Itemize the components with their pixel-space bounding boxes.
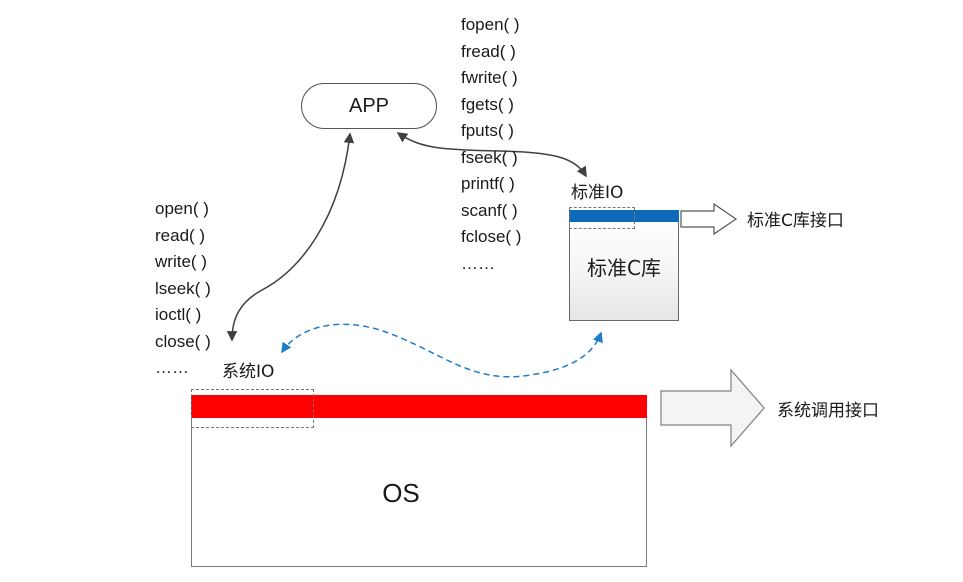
function-item: open( ) [155,199,209,218]
sysio-dashed-marker [191,389,314,428]
sysio-label: 系统IO [222,362,275,382]
stdio-dashed-marker [569,207,635,229]
system-call-interface-bar [191,395,647,418]
function-item: fread( ) [461,41,516,61]
os-box [191,410,647,567]
app-sysio-arrow [226,132,355,342]
function-item: fopen( ) [461,15,520,34]
sysio-stdlib-dashed-arrow [281,323,603,378]
stdio-label: 标准IO [571,183,624,203]
app-node: APP [301,83,437,129]
sysio-function-list: open( ) read( ) write( ) lseek( ) ioctl(… [155,196,211,382]
os-label: OS [382,478,420,508]
stdlib-interface-arrow [680,203,738,235]
function-item: fgets( ) [461,94,514,114]
function-item: close( ) [155,331,211,351]
function-item: write( ) [155,252,207,271]
standard-c-library-interface-bar [569,210,679,222]
syscall-interface-arrow [660,368,765,448]
function-item: read( ) [155,225,206,245]
app-label: APP [348,94,390,117]
function-item: fseek( ) [461,147,518,167]
standard-c-library-box [569,218,679,321]
function-item: …… [461,253,495,273]
function-item: fputs( ) [461,121,514,140]
function-item: lseek( ) [155,278,211,298]
function-item: fclose( ) [461,227,522,246]
function-item: …… [155,358,189,377]
function-item: scanf( ) [461,200,518,220]
stdlib-interface-label: 标准C库接口 [747,211,844,231]
standard-c-library-label: 标准C库 [587,256,661,280]
function-item: printf( ) [461,174,515,193]
stdio-function-list: fopen( ) fread( ) fwrite( ) fgets( ) fpu… [461,12,521,277]
syscall-interface-label: 系统调用接口 [777,401,879,421]
app-stdio-arrow [396,132,587,178]
function-item: ioctl( ) [155,305,202,324]
function-item: fwrite( ) [461,68,518,87]
